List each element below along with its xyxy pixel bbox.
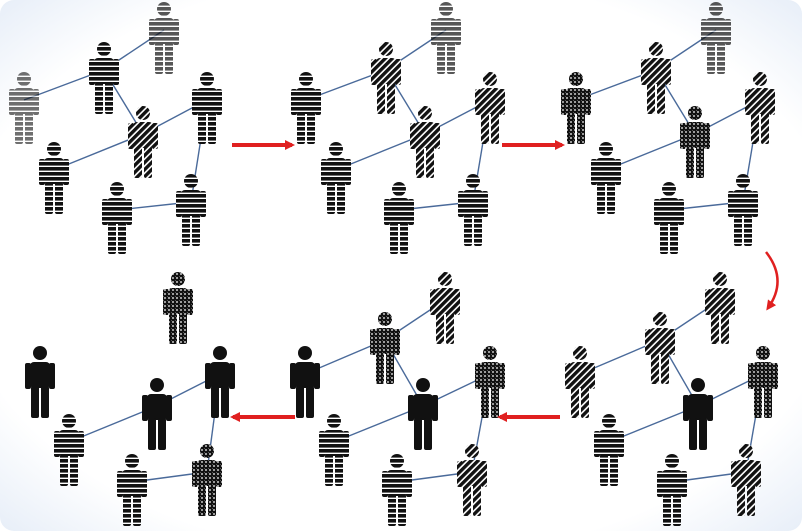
person-icon: [382, 454, 412, 526]
person-icon: [657, 454, 687, 526]
person-icon: [594, 414, 624, 486]
person-icon: [192, 72, 222, 144]
person-icon: [408, 378, 438, 450]
person-icon: [475, 72, 505, 144]
person-icon: [142, 378, 172, 450]
person-icon: [458, 174, 488, 246]
person-icon: [410, 106, 440, 178]
person-icon: [9, 72, 39, 144]
person-icon: [89, 42, 119, 114]
person-icon: [384, 182, 414, 254]
person-icon: [163, 272, 193, 344]
person-icon: [654, 182, 684, 254]
person-icon: [39, 142, 69, 214]
arrows-layer: [230, 140, 779, 422]
person-icon: [192, 444, 222, 516]
person-icon: [25, 346, 55, 418]
person-icon: [728, 174, 758, 246]
person-icon: [149, 2, 179, 74]
person-icon: [705, 272, 735, 344]
person-icon: [748, 346, 778, 418]
person-icon: [431, 2, 461, 74]
person-icon: [102, 182, 132, 254]
person-icon: [370, 312, 400, 384]
person-icon: [561, 72, 591, 144]
curved-arrow-icon: [765, 251, 779, 311]
person-icon: [319, 414, 349, 486]
person-icon: [205, 346, 235, 418]
person-icon: [321, 142, 351, 214]
person-icon: [731, 444, 761, 516]
person-icon: [290, 346, 320, 418]
person-icon: [641, 42, 671, 114]
person-icon: [430, 272, 460, 344]
person-icon: [117, 454, 147, 526]
person-icon: [645, 312, 675, 384]
person-icon: [371, 42, 401, 114]
person-icon: [457, 444, 487, 516]
person-icon: [291, 72, 321, 144]
figures-layer: [9, 2, 778, 526]
person-icon: [591, 142, 621, 214]
person-icon: [54, 414, 84, 486]
person-icon: [128, 106, 158, 178]
person-icon: [565, 346, 595, 418]
person-icon: [176, 174, 206, 246]
person-icon: [745, 72, 775, 144]
person-icon: [475, 346, 505, 418]
person-icon: [683, 378, 713, 450]
person-icon: [701, 2, 731, 74]
person-icon: [680, 106, 710, 178]
